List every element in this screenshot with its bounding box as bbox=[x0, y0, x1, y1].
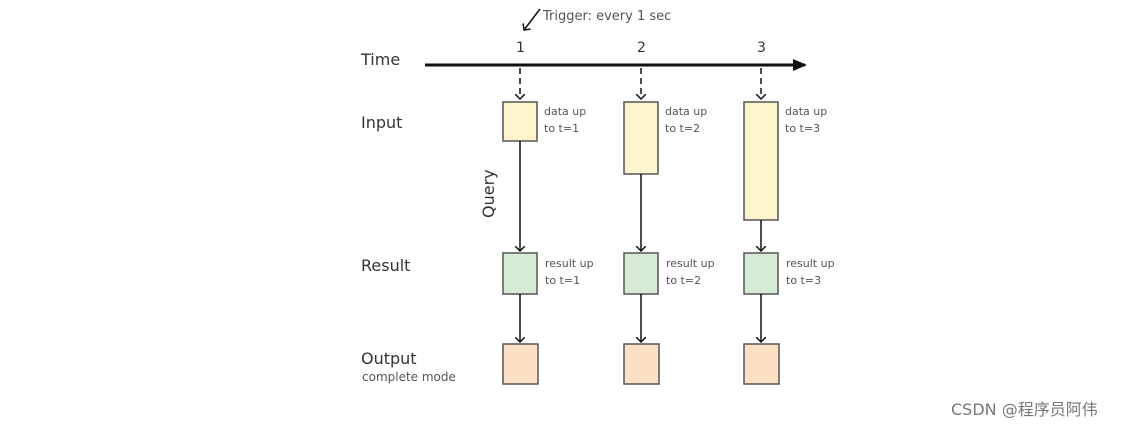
row-label-output: Output bbox=[361, 349, 417, 368]
query-label: Query bbox=[479, 169, 498, 218]
input-caption: data up bbox=[785, 105, 827, 118]
input-box bbox=[743, 101, 779, 221]
result-caption: result up bbox=[786, 257, 835, 270]
watermark: CSDN @程序员阿伟 bbox=[951, 400, 1098, 419]
tick-label: 3 bbox=[757, 40, 766, 56]
result-caption: to t=2 bbox=[666, 274, 701, 287]
result-caption: to t=1 bbox=[545, 274, 580, 287]
trigger-label: Trigger: every 1 sec bbox=[542, 9, 671, 24]
result-box bbox=[743, 252, 779, 295]
input-caption: to t=3 bbox=[785, 122, 820, 135]
result-caption: result up bbox=[666, 257, 715, 270]
output-mode-label: complete mode bbox=[362, 370, 456, 384]
output-box bbox=[502, 343, 539, 385]
input-caption: data up bbox=[544, 105, 586, 118]
row-label-time: Time bbox=[360, 50, 400, 69]
input-caption: to t=2 bbox=[665, 122, 700, 135]
row-label-result: Result bbox=[361, 256, 410, 275]
input-box bbox=[623, 101, 659, 175]
output-box bbox=[743, 343, 780, 385]
tick-label: 2 bbox=[637, 40, 646, 56]
input-caption: data up bbox=[665, 105, 707, 118]
result-box bbox=[623, 252, 659, 295]
input-caption: to t=1 bbox=[544, 122, 579, 135]
input-box bbox=[502, 101, 538, 142]
tick-label: 1 bbox=[516, 40, 525, 56]
row-label-input: Input bbox=[361, 113, 402, 132]
trigger-arrow bbox=[524, 8, 541, 30]
output-box bbox=[623, 343, 660, 385]
result-caption: result up bbox=[545, 257, 594, 270]
result-caption: to t=3 bbox=[786, 274, 821, 287]
result-box bbox=[502, 252, 538, 295]
